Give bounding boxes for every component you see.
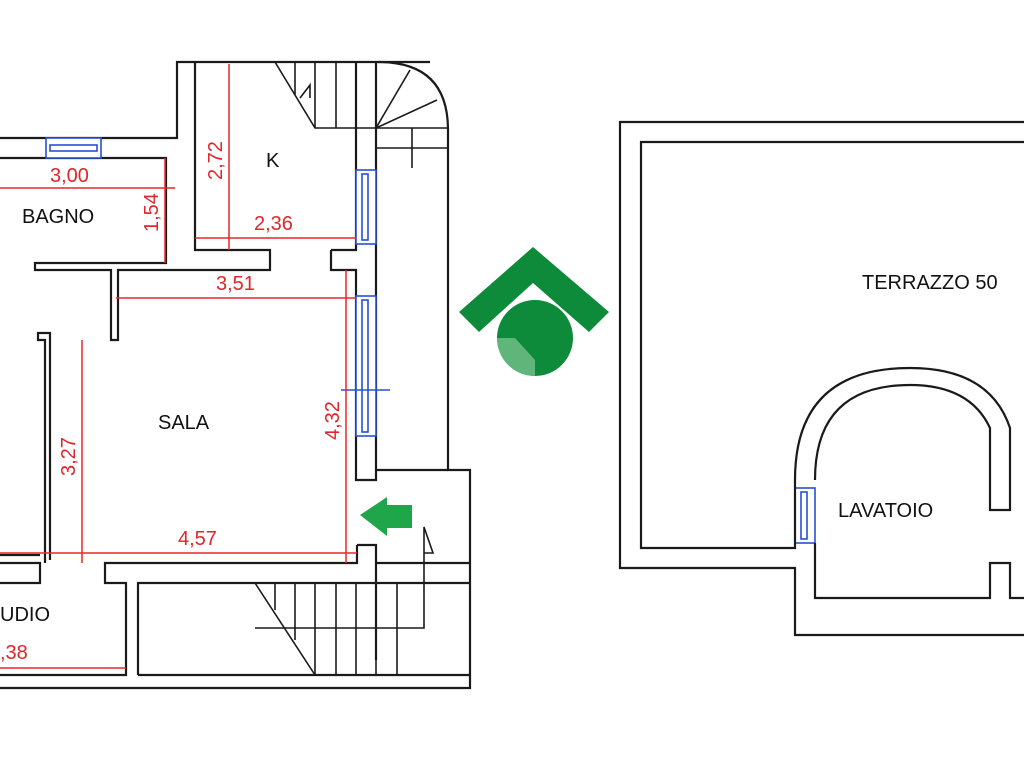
dim-bagno-depth: 1,54 (141, 193, 163, 232)
dim-sala-bottom: 4,57 (178, 528, 217, 550)
dim-sala-top: 3,51 (216, 273, 255, 295)
room-label-terrazzo: TERRAZZO 50 (862, 272, 998, 294)
room-label-sala: SALA (158, 412, 210, 434)
agency-logo (459, 247, 609, 376)
room-label-lavatoio: LAVATOIO (838, 500, 933, 522)
dim-bagno-width: 3,00 (50, 165, 89, 187)
entrance-arrow-icon (360, 497, 412, 536)
dim-sala-right: 4,32 (322, 401, 344, 440)
walls-right-plan (618, 120, 1024, 637)
room-label-bagno: BAGNO (22, 206, 94, 228)
stairs-top (274, 61, 448, 168)
dim-k-width: 2,36 (254, 213, 293, 235)
room-label-studio: UDIO (0, 604, 50, 626)
dimension-lines (0, 64, 357, 669)
windows (45, 137, 816, 544)
dim-studio-width: ,38 (0, 642, 28, 664)
stairs-bottom (254, 526, 435, 676)
dim-k-height: 2,72 (205, 141, 227, 180)
dim-sala-left: 3,27 (58, 437, 80, 476)
room-label-k: K (266, 150, 280, 172)
